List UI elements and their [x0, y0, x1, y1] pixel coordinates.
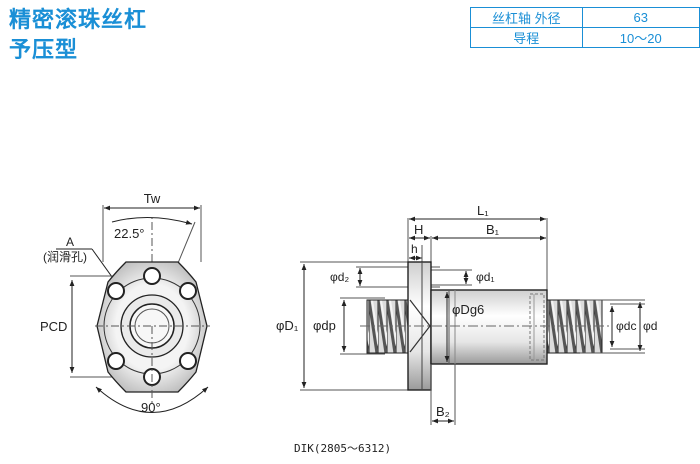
- b2-label: B₂: [436, 404, 450, 419]
- dp-label: φdp: [313, 318, 336, 333]
- product-subtitle: 予压型: [9, 38, 79, 63]
- angle-90-label: 90°: [141, 400, 161, 415]
- big-d1-label: φD₁: [276, 318, 299, 333]
- spec-label: 丝杠轴 外径: [470, 7, 583, 28]
- h-lower-label: h: [411, 242, 418, 256]
- d-label: φd: [643, 319, 657, 333]
- a-note: (润滑孔): [43, 250, 87, 264]
- d1-label: φd₁: [476, 270, 495, 284]
- d2-label: φd₂: [330, 270, 349, 284]
- tw-label: Tw: [144, 191, 161, 206]
- spec-row-shaft-diameter: 丝杠轴 外径 63: [470, 7, 700, 28]
- l1-label: L₁: [477, 203, 489, 218]
- front-view: Tw 22.5° A (润滑孔) PCD: [40, 191, 210, 415]
- angle-22-5-label: 22.5°: [114, 226, 145, 241]
- spec-label: 导程: [470, 27, 583, 48]
- spec-row-lead: 导程 10～20: [470, 27, 700, 48]
- spec-value: 10～20: [581, 27, 700, 48]
- model-caption: DIK(2805～6312): [294, 442, 392, 455]
- a-label: A: [66, 235, 74, 249]
- dg6-label: φDg6: [452, 302, 484, 317]
- pcd-label: PCD: [40, 319, 67, 334]
- dc-label: φdc: [616, 319, 636, 333]
- spec-table: 丝杠轴 外径 63 导程 10～20: [470, 7, 700, 48]
- b1-label: B₁: [486, 222, 500, 237]
- side-view: L₁ H B₁ h φd₂ φd₁ φD₁ φdp: [276, 203, 657, 425]
- product-title: 精密滚珠丝杠: [9, 8, 148, 33]
- h-upper-label: H: [414, 222, 423, 237]
